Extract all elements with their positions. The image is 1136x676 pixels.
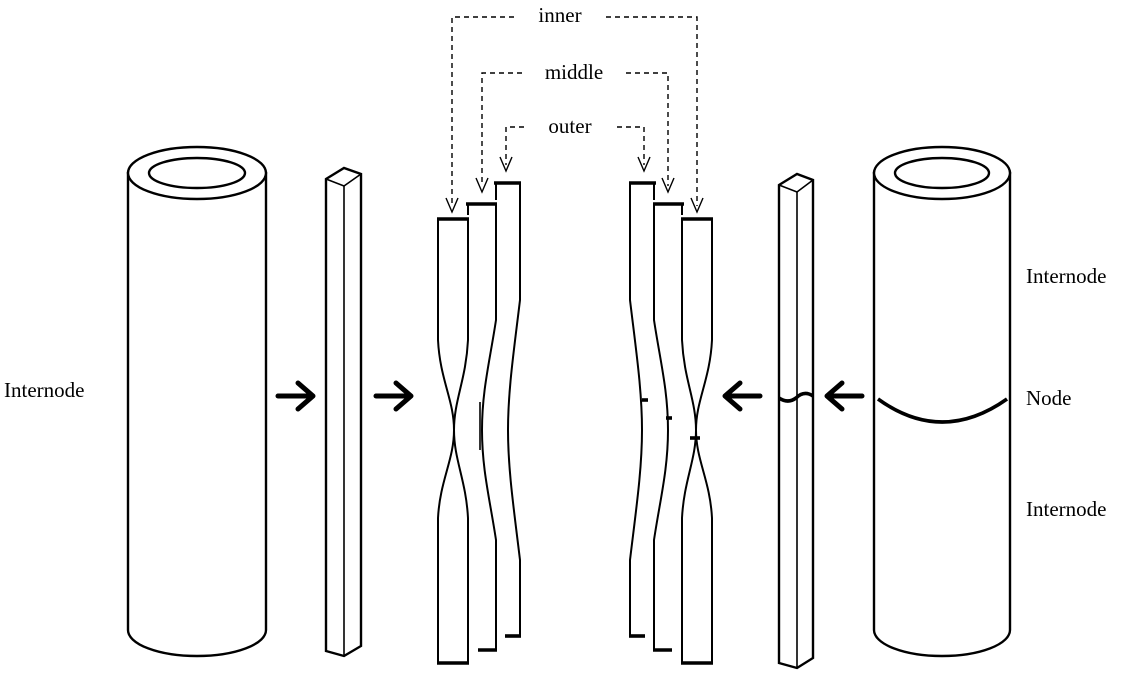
inner-layer-label: inner: [538, 3, 581, 27]
right-internode-bottom-label: Internode: [1026, 497, 1106, 521]
right-specimen-outer: [629, 181, 656, 638]
left-strip: [324, 166, 363, 658]
outer-leader-lines: [499, 126, 651, 173]
left-specimen-middle: [466, 202, 497, 652]
left-culm-tube: [126, 145, 268, 658]
strip-node-mark: [778, 391, 814, 403]
right-arrow-icon: [275, 380, 316, 412]
left-arrow-icon: [722, 380, 763, 412]
left-specimen-inner: [437, 217, 481, 665]
middle-leader-lines: [475, 72, 675, 194]
left-specimen-outer: [494, 181, 521, 638]
right-internode-top-label: Internode: [1026, 264, 1106, 288]
left-arrow-icon: [824, 380, 865, 412]
culm-node-line: [876, 397, 1009, 424]
right-arrow-icon: [373, 380, 414, 412]
inner-leader-lines: [445, 16, 704, 214]
right-culm-tube: [872, 145, 1012, 658]
right-strip: [777, 172, 815, 670]
right-specimen-middle: [653, 202, 684, 652]
outer-layer-label: outer: [548, 114, 591, 138]
left-internode-label: Internode: [4, 378, 84, 402]
right-specimen-inner: [681, 217, 713, 665]
node-label: Node: [1026, 386, 1072, 410]
middle-layer-label: middle: [545, 60, 603, 84]
